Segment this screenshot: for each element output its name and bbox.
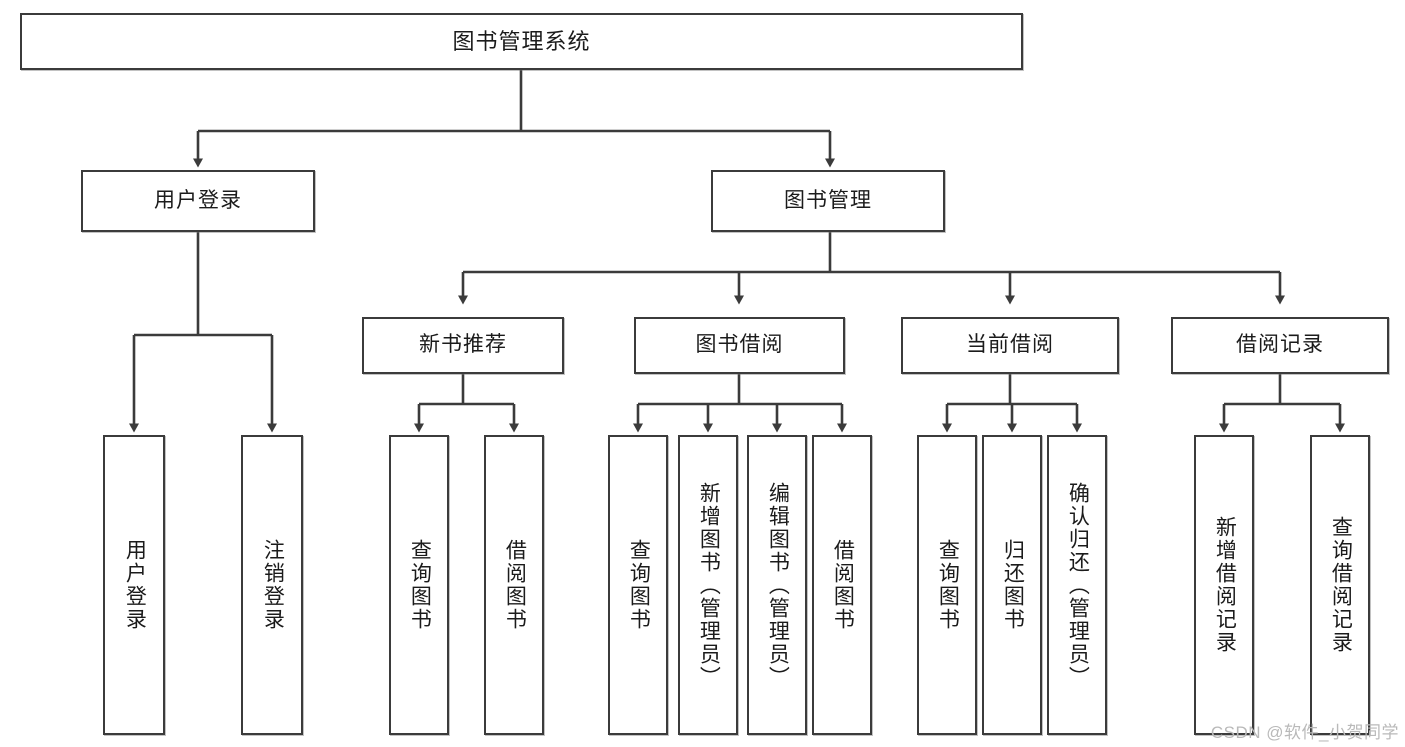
node-new-book-recommend-label: 新书推荐 [419, 333, 507, 357]
node-leaf-add-book-label: 新增图书（管理员） [697, 481, 721, 689]
node-leaf-query-book-1-label: 查询图书 [408, 539, 432, 631]
node-root-label: 图书管理系统 [452, 28, 591, 54]
node-user-login[interactable]: 用户登录 [81, 170, 315, 232]
node-leaf-confirm-return[interactable]: 确认归还（管理员） [1047, 435, 1107, 735]
node-leaf-confirm-return-label: 确认归还（管理员） [1066, 481, 1090, 689]
node-leaf-query-book-3[interactable]: 查询图书 [917, 435, 977, 735]
node-new-book-recommend[interactable]: 新书推荐 [362, 317, 564, 374]
node-leaf-logout-login-label: 注销登录 [261, 539, 285, 631]
watermark: CSDN @软件_小贺同学 [1210, 723, 1399, 742]
node-leaf-query-record[interactable]: 查询借阅记录 [1310, 435, 1370, 735]
node-book-management-label: 图书管理 [784, 188, 872, 212]
node-current-borrow[interactable]: 当前借阅 [901, 317, 1119, 374]
node-leaf-edit-book-label: 编辑图书（管理员） [766, 481, 790, 689]
node-leaf-query-book-3-label: 查询图书 [936, 539, 960, 631]
node-leaf-query-book-1[interactable]: 查询图书 [389, 435, 449, 735]
node-leaf-add-record-label: 新增借阅记录 [1213, 516, 1237, 654]
node-user-login-label: 用户登录 [154, 188, 242, 212]
node-leaf-borrow-book-2[interactable]: 借阅图书 [812, 435, 872, 735]
node-leaf-edit-book[interactable]: 编辑图书（管理员） [747, 435, 807, 735]
node-leaf-query-book-2[interactable]: 查询图书 [608, 435, 668, 735]
node-leaf-borrow-book-1-label: 借阅图书 [503, 539, 527, 631]
node-leaf-user-login-label: 用户登录 [123, 539, 147, 631]
node-borrow-record-label: 借阅记录 [1236, 333, 1324, 357]
node-root[interactable]: 图书管理系统 [20, 13, 1023, 70]
node-book-borrow[interactable]: 图书借阅 [634, 317, 845, 374]
node-leaf-logout-login[interactable]: 注销登录 [241, 435, 303, 735]
node-book-borrow-label: 图书借阅 [695, 333, 784, 357]
node-leaf-return-book[interactable]: 归还图书 [982, 435, 1042, 735]
node-book-management[interactable]: 图书管理 [711, 170, 945, 232]
node-borrow-record[interactable]: 借阅记录 [1171, 317, 1389, 374]
node-leaf-add-record[interactable]: 新增借阅记录 [1194, 435, 1254, 735]
node-leaf-user-login[interactable]: 用户登录 [103, 435, 165, 735]
node-leaf-query-book-2-label: 查询图书 [627, 539, 651, 631]
node-leaf-return-book-label: 归还图书 [1001, 539, 1025, 631]
node-leaf-borrow-book-2-label: 借阅图书 [831, 539, 855, 631]
node-current-borrow-label: 当前借阅 [966, 333, 1054, 357]
node-leaf-borrow-book-1[interactable]: 借阅图书 [484, 435, 544, 735]
node-leaf-query-record-label: 查询借阅记录 [1329, 516, 1353, 654]
node-leaf-add-book[interactable]: 新增图书（管理员） [678, 435, 738, 735]
